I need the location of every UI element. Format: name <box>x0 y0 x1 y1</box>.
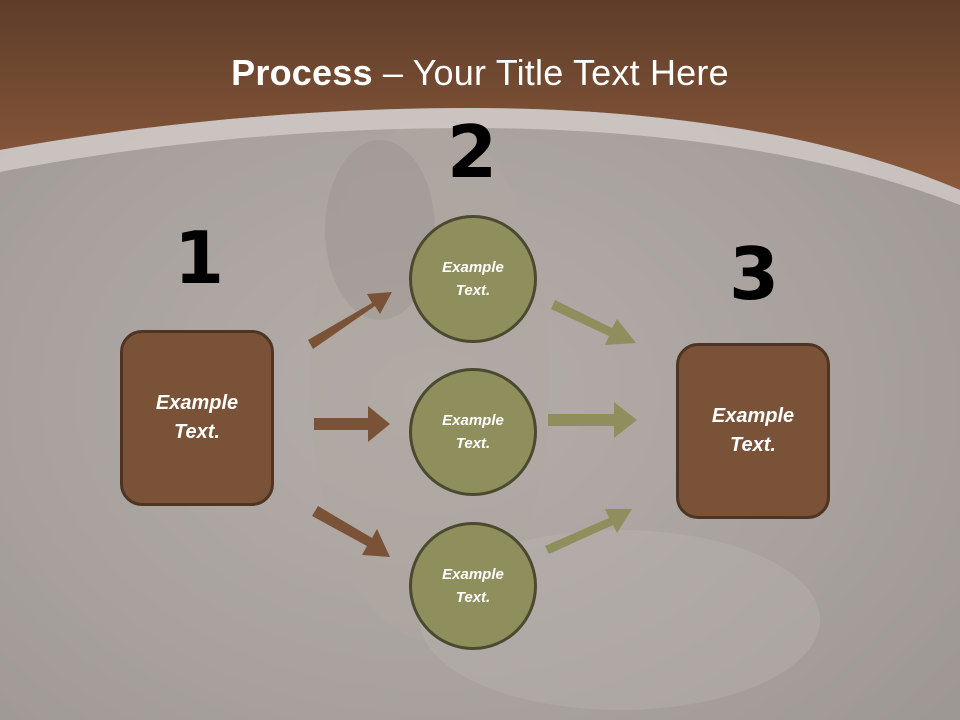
step-number-3: 3 <box>728 232 780 316</box>
process-circle-top-text: Example Text. <box>442 259 504 299</box>
process-circle-top: Example Text. <box>409 215 537 343</box>
header-band <box>0 0 960 190</box>
step-number-2: 2 <box>446 110 498 194</box>
header-swoosh <box>0 108 960 205</box>
process-box-left: Example Text. <box>120 330 274 506</box>
process-circle-bottom-text: Example Text. <box>442 566 504 606</box>
process-box-right: Example Text. <box>676 343 830 519</box>
arrow-left-to-top <box>308 292 392 349</box>
arrow-middle-to-right <box>548 402 637 438</box>
process-box-right-text: Example Text. <box>711 405 795 456</box>
step-number-1: 1 <box>173 216 225 300</box>
arrow-left-to-bottom <box>312 506 390 557</box>
slide-title: Process – Your Title Text Here <box>0 52 960 94</box>
arrow-top-to-right <box>551 300 636 345</box>
process-box-left-text: Example Text. <box>155 392 239 443</box>
title-rest: – Your Title Text Here <box>372 52 729 93</box>
process-circle-middle: Example Text. <box>409 368 537 496</box>
arrow-left-to-middle <box>314 406 390 442</box>
process-circle-bottom: Example Text. <box>409 522 537 650</box>
process-circle-middle-text: Example Text. <box>442 412 504 452</box>
arrow-bottom-to-right <box>545 509 632 554</box>
title-bold: Process <box>231 52 373 93</box>
